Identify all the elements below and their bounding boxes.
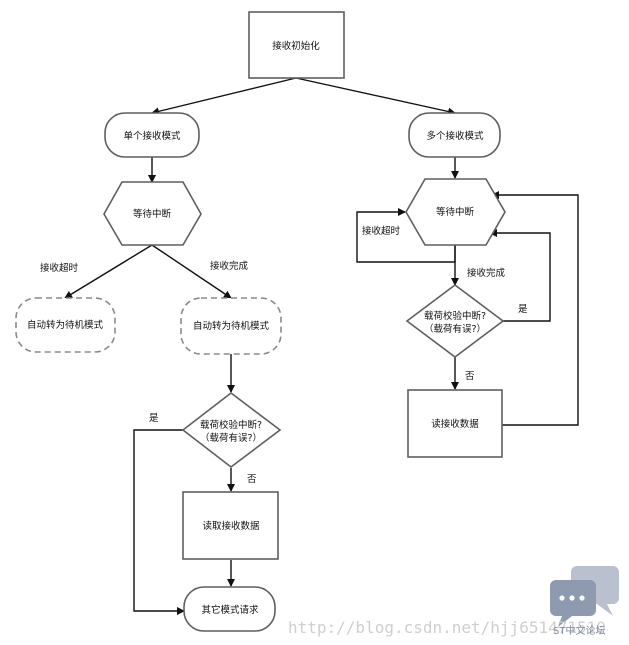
label-check-left-line1: 载荷校验中断? bbox=[200, 419, 262, 431]
edge-label-complete-right: 接收完成 bbox=[467, 267, 506, 279]
edge-init-to-multi bbox=[295, 77, 456, 116]
watermark: http://blog.csdn.net/hjj651471510 ST中文论坛 bbox=[288, 566, 619, 637]
label-init: 接收初始化 bbox=[272, 40, 320, 52]
edge-label-no-left: 否 bbox=[247, 474, 257, 485]
edge-label-no-right: 否 bbox=[465, 371, 475, 382]
node-standby-timeout bbox=[15, 297, 116, 353]
node-other-mode bbox=[183, 586, 276, 632]
edge-label-yes-left: 是 bbox=[149, 413, 159, 424]
node-check-left bbox=[181, 391, 282, 469]
node-read-left bbox=[182, 491, 279, 560]
edge-labels: 接收超时 接收完成 是 否 接收超时 接收完成 是 否 bbox=[40, 225, 528, 485]
edge-label-yes-right: 是 bbox=[518, 304, 528, 315]
edge-wait-to-complete bbox=[151, 244, 232, 299]
watermark-logo-text: ST中文论坛 bbox=[553, 624, 605, 637]
edge-check-yes-to-wait bbox=[489, 229, 551, 322]
node-labels: 接收初始化 单个接收模式 多个接收模式 等待中断 等待中断 自动转为待机模式 自… bbox=[27, 40, 486, 616]
edge-read-to-wait bbox=[491, 191, 579, 426]
node-standby-complete bbox=[180, 297, 282, 355]
node-wait-left bbox=[103, 181, 202, 246]
label-single-mode: 单个接收模式 bbox=[123, 130, 181, 142]
label-check-right-line2: （载荷有误?） bbox=[424, 323, 486, 335]
label-standby-complete: 自动转为待机模式 bbox=[193, 320, 270, 332]
edge-label-complete-left: 接收完成 bbox=[210, 260, 249, 272]
label-check-left-line2: （载荷有误?） bbox=[200, 432, 262, 444]
label-wait-left: 等待中断 bbox=[133, 208, 172, 220]
edge-label-timeout-left: 接收超时 bbox=[40, 262, 79, 274]
label-check-right-line1: 载荷校验中断? bbox=[424, 310, 486, 322]
label-multi-mode: 多个接收模式 bbox=[426, 130, 484, 142]
label-read-right: 读接收数据 bbox=[431, 418, 479, 430]
node-single-mode bbox=[104, 112, 200, 158]
label-other-mode: 其它模式请求 bbox=[201, 604, 259, 616]
watermark-url: http://blog.csdn.net/hjj651471510 bbox=[288, 618, 606, 637]
chat-bubble-icon bbox=[550, 566, 619, 627]
label-standby-timeout: 自动转为待机模式 bbox=[27, 319, 104, 331]
edge-check-yes-to-other bbox=[133, 429, 185, 615]
edge-wait-to-timeout bbox=[64, 244, 153, 299]
node-wait-right bbox=[405, 178, 506, 246]
label-wait-right: 等待中断 bbox=[436, 206, 475, 218]
nodes bbox=[15, 11, 506, 632]
edges bbox=[64, 77, 579, 615]
node-init bbox=[248, 11, 345, 79]
node-read-right bbox=[407, 389, 503, 458]
edge-init-to-single bbox=[151, 77, 297, 116]
node-check-right bbox=[405, 284, 505, 358]
node-multi-mode bbox=[408, 112, 501, 158]
label-read-left: 读取接收数据 bbox=[202, 520, 260, 532]
edge-label-timeout-right: 接收超时 bbox=[362, 225, 401, 237]
